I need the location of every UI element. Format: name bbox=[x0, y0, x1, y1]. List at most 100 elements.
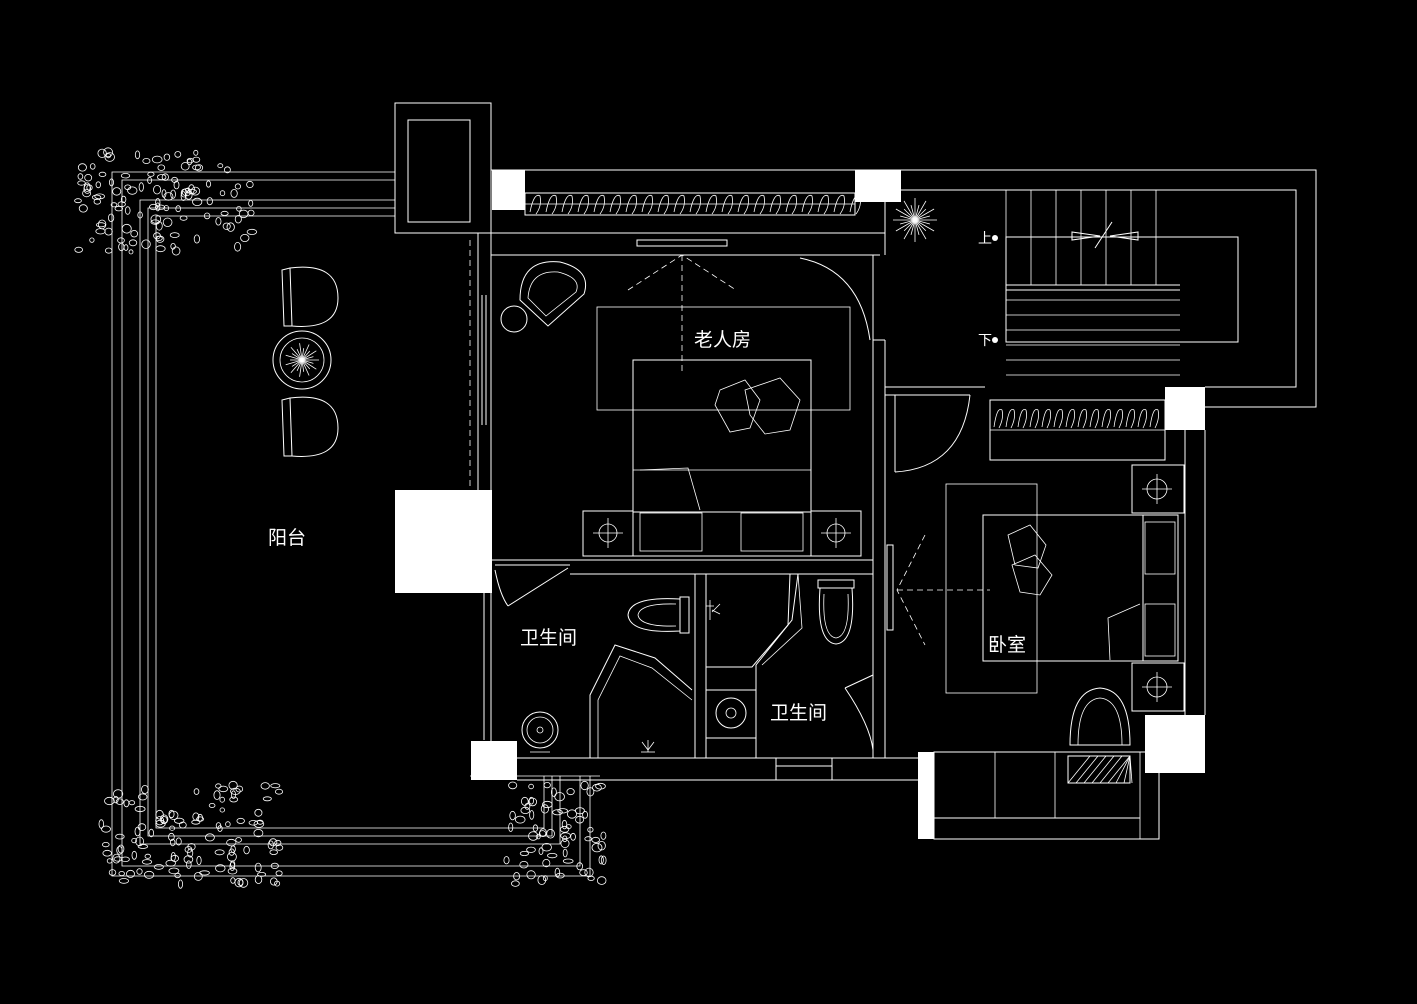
pebble bbox=[104, 227, 113, 236]
hanger bbox=[545, 194, 557, 215]
hanger bbox=[817, 194, 829, 215]
staircase bbox=[1005, 190, 1239, 376]
pebble bbox=[137, 823, 147, 831]
pebble bbox=[509, 810, 516, 821]
pebble bbox=[587, 826, 594, 833]
pebble bbox=[118, 878, 130, 884]
pebble bbox=[150, 214, 162, 224]
pebble bbox=[78, 204, 88, 213]
pebble bbox=[159, 814, 169, 825]
hatch-line bbox=[1123, 755, 1131, 784]
pebble bbox=[128, 800, 136, 806]
pebble bbox=[112, 187, 122, 196]
hanger bbox=[1029, 408, 1039, 429]
pebble bbox=[520, 796, 529, 806]
pebble bbox=[528, 796, 535, 805]
pebble bbox=[268, 838, 278, 847]
leaf bbox=[296, 349, 303, 361]
pebble bbox=[598, 855, 604, 865]
room-label-bedroom: 卧室 bbox=[988, 634, 1026, 656]
hanger bbox=[785, 194, 797, 215]
pebble bbox=[215, 864, 226, 873]
hanger bbox=[609, 194, 621, 215]
pebble bbox=[217, 825, 223, 832]
pebble bbox=[126, 869, 135, 878]
leaf bbox=[903, 208, 916, 221]
pebble bbox=[592, 783, 602, 792]
pebble bbox=[123, 244, 129, 251]
pebble bbox=[84, 173, 93, 182]
leaf bbox=[903, 219, 916, 240]
pebble bbox=[519, 851, 530, 857]
pebble bbox=[218, 785, 229, 793]
pebble bbox=[113, 856, 123, 862]
pebble bbox=[95, 181, 101, 189]
pebble bbox=[226, 851, 237, 862]
leaf bbox=[285, 354, 303, 361]
pebble bbox=[187, 848, 194, 858]
pebble bbox=[234, 242, 242, 252]
pebble bbox=[113, 789, 124, 799]
pebble bbox=[113, 795, 119, 804]
pebble bbox=[248, 820, 259, 826]
pebble bbox=[117, 844, 125, 854]
pebble bbox=[131, 850, 137, 860]
pebble bbox=[102, 849, 112, 857]
pebble bbox=[134, 150, 141, 160]
pebble bbox=[234, 214, 242, 224]
pebble bbox=[150, 219, 160, 225]
pebble bbox=[151, 155, 163, 164]
pebble bbox=[169, 232, 180, 238]
pebble bbox=[236, 206, 242, 212]
leaf bbox=[914, 219, 931, 225]
pebble bbox=[230, 877, 236, 884]
pebble bbox=[508, 822, 514, 833]
pebble bbox=[215, 217, 222, 226]
hanger bbox=[849, 194, 861, 215]
pebble bbox=[555, 872, 565, 879]
pebble bbox=[110, 202, 118, 208]
pebble bbox=[157, 164, 166, 171]
hanger bbox=[641, 194, 653, 215]
hanger bbox=[1137, 408, 1147, 429]
pebble bbox=[193, 788, 200, 795]
pebble bbox=[274, 788, 283, 795]
pebble bbox=[537, 875, 547, 885]
pebble bbox=[226, 838, 237, 847]
pebble bbox=[101, 825, 111, 833]
pebble bbox=[98, 171, 107, 177]
hanger bbox=[689, 194, 701, 215]
pebble bbox=[104, 796, 115, 806]
pebble bbox=[104, 152, 115, 162]
pebble bbox=[213, 790, 221, 800]
pebble bbox=[174, 151, 182, 158]
leaf bbox=[899, 215, 916, 221]
pebble bbox=[108, 869, 117, 876]
pebble bbox=[526, 846, 536, 853]
pebble bbox=[184, 846, 193, 853]
pebble bbox=[162, 217, 173, 228]
pebble bbox=[120, 195, 127, 203]
pebble bbox=[528, 783, 534, 790]
pebble bbox=[83, 183, 92, 194]
pebble bbox=[543, 781, 551, 789]
pebble bbox=[580, 780, 589, 791]
pebble bbox=[524, 803, 531, 810]
pebble bbox=[228, 848, 235, 856]
leaf bbox=[291, 353, 303, 361]
pebble bbox=[576, 862, 583, 871]
leaf bbox=[301, 359, 305, 372]
pebble bbox=[203, 212, 211, 220]
leaf bbox=[301, 356, 314, 361]
pebble bbox=[235, 785, 244, 793]
hanger bbox=[529, 194, 541, 215]
pebble bbox=[503, 856, 510, 865]
hanger bbox=[673, 194, 685, 215]
pebble bbox=[595, 782, 606, 790]
pebble bbox=[234, 183, 241, 190]
pebble bbox=[149, 203, 158, 211]
pebble bbox=[219, 796, 225, 803]
pebble bbox=[128, 239, 138, 247]
hatch-line bbox=[1129, 755, 1133, 784]
pebble bbox=[161, 173, 169, 181]
